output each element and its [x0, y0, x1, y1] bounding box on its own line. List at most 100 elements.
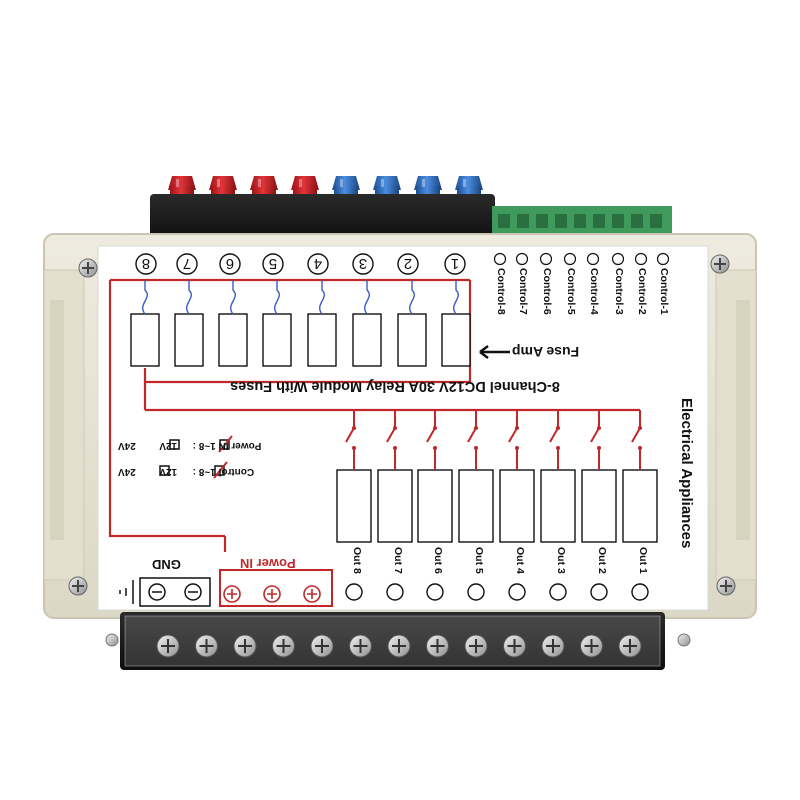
control-prefix: Control 1~8 :: [192, 466, 255, 477]
relay-symbol: [377, 469, 413, 543]
terminal-screw: [541, 634, 565, 658]
output-label: Out 8: [351, 547, 363, 574]
mount-screw: [105, 633, 119, 647]
fuse-symbol: [130, 313, 160, 367]
fuse-symbol: [352, 313, 382, 367]
control-label: Control-1: [658, 268, 670, 315]
control-terminal-icon: [493, 252, 507, 266]
output-label: Out 4: [514, 547, 526, 574]
control-terminal-icon: [563, 252, 577, 266]
terminal-screw: [233, 634, 257, 658]
output-label: Out 3: [555, 547, 567, 574]
relay-symbol: [622, 469, 658, 543]
fuse-wire: [319, 280, 325, 315]
opt-24v: 24V: [118, 466, 136, 477]
mount-screw: [677, 633, 691, 647]
ground-symbol-icon: [119, 580, 134, 604]
terminal-slot: [517, 214, 529, 228]
power-select-box: [159, 435, 233, 479]
fuse-arrow-icon: [479, 345, 510, 359]
fuse-wire: [142, 280, 148, 315]
mount-screw: [710, 254, 730, 274]
fuse-symbol: [397, 313, 427, 367]
control-list: [493, 252, 670, 266]
control-label: Control-5: [565, 268, 577, 315]
channel-number-circle: [397, 253, 419, 275]
output-terminal-icon: [590, 583, 608, 601]
fuse-wire: [364, 280, 370, 315]
output-label: Out 2: [596, 547, 608, 574]
channel-number: 6: [225, 255, 235, 272]
terminal-slot: [555, 214, 567, 228]
relay-symbol: [499, 469, 535, 543]
control-terminal-icon: [539, 252, 553, 266]
output-terminal-icon: [426, 583, 444, 601]
channel-number: 7: [182, 255, 192, 272]
checkbox-24v-power: [169, 439, 180, 450]
power-in-select-row: Power IN 1~8 : 12V 24V: [118, 440, 261, 451]
left-clip-groove: [50, 300, 64, 540]
terminal-screw: [272, 634, 295, 658]
terminal-screw: [156, 634, 180, 658]
channel-number: 2: [403, 255, 413, 272]
control-terminal-icon: [611, 252, 625, 266]
output-label: Out 7: [392, 547, 404, 574]
control-label: Control-4: [588, 268, 600, 315]
terminal-slot: [593, 214, 605, 228]
opt-12v: 12V: [159, 466, 178, 477]
terminal-slot: [631, 214, 643, 228]
relay-symbols: [336, 410, 658, 601]
opt-24v: 24V: [118, 440, 136, 451]
power-in-label-box: [219, 569, 333, 607]
control-label: Control-8: [495, 268, 507, 315]
gnd-label: GND: [152, 557, 181, 572]
gnd-label-box: [139, 577, 211, 607]
fuse-wire: [453, 280, 459, 315]
relay-symbol: [336, 469, 372, 543]
output-label: Out 5: [473, 547, 485, 574]
mount-screw: [716, 576, 736, 596]
channel-number-circle: [262, 253, 284, 275]
channel-number-circle: [352, 253, 374, 275]
control-label: Control-3: [613, 268, 625, 315]
power-in-label: Power IN: [240, 556, 296, 571]
check-mark-icon: [213, 461, 228, 479]
power-in-prefix: Power IN 1~8 :: [192, 440, 262, 451]
channel-number: 4: [313, 255, 323, 272]
relay-symbol: [581, 469, 617, 543]
channel-number-circle: [307, 253, 329, 275]
terminal-slot: [574, 214, 586, 228]
terminal-screw: [349, 634, 372, 658]
channel-number-circle: [135, 253, 157, 275]
channel-number: 8: [141, 255, 151, 272]
fuse-wire: [274, 280, 280, 315]
output-terminal-icon: [508, 583, 526, 601]
relay-symbol: [458, 469, 494, 543]
right-clip-groove: [736, 300, 750, 540]
minus-terminal-icon: [184, 583, 202, 601]
opt-12v: 12V: [159, 440, 178, 451]
fuse-symbol: [307, 313, 337, 367]
terminal-screw: [580, 634, 603, 658]
terminal-slot: [536, 214, 548, 228]
terminal-screw: [195, 634, 218, 658]
terminal-screw: [310, 634, 334, 658]
channel-number: 3: [358, 255, 368, 272]
channel-numbers: [135, 253, 466, 275]
output-terminal-icon: [467, 583, 485, 601]
module-title: 8-Channel DC12V 30A Relay Module With Fu…: [230, 378, 560, 394]
fuse-symbols: [130, 280, 471, 367]
terminal-screw: [387, 634, 411, 658]
channel-number-circle: [219, 253, 241, 275]
control-terminal-icon: [656, 252, 670, 266]
control-terminal-icon: [586, 252, 600, 266]
terminal-screw: [426, 634, 449, 658]
control-label: Control-7: [517, 268, 529, 315]
control-label: Control-6: [541, 268, 553, 315]
terminal-slot: [498, 214, 510, 228]
output-terminal-icon: [549, 583, 567, 601]
fuse-wire: [409, 280, 415, 315]
fuse-symbol: [218, 313, 248, 367]
electrical-appliances-label: Electrical Appliances: [678, 398, 695, 549]
terminal-screw: [618, 634, 642, 658]
